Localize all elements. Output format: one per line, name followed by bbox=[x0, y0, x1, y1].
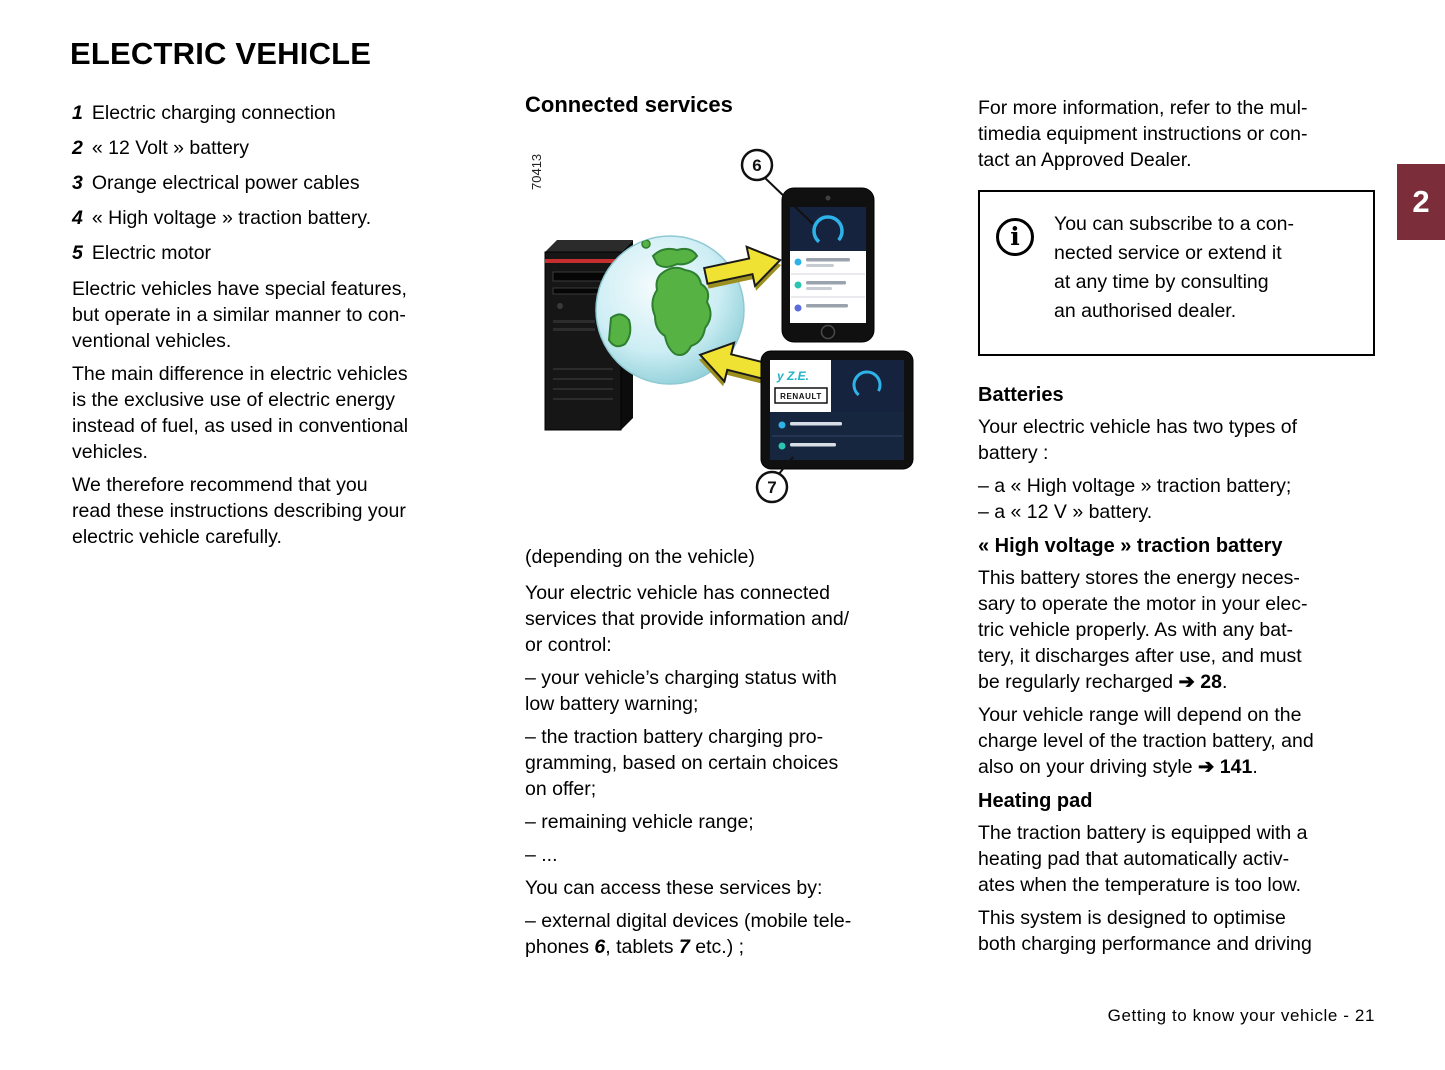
key-item-2: 2 « 12 Volt » battery bbox=[72, 135, 474, 161]
key-items-list: 1 Electric charging connection 2 « 12 Volt… bbox=[72, 100, 474, 266]
item-label: Orange electrical power cables bbox=[91, 172, 360, 194]
item-label: Electric motor bbox=[91, 242, 212, 264]
bullet-item: – remaining vehicle range; bbox=[525, 811, 754, 833]
key-item-5: 5 Electric motor bbox=[72, 240, 474, 266]
bullet-item: – your vehicle’s charging status with lo… bbox=[525, 667, 837, 715]
key-item-4: 4 « High voltage » traction battery. bbox=[72, 205, 474, 231]
figure-code: 70413 bbox=[529, 154, 544, 190]
paragraph-with-ref: This battery stores the energy neces- sa… bbox=[978, 565, 1375, 695]
info-icon: i bbox=[996, 218, 1034, 256]
bullet-item-devices: – external digital devices (mobile tele-… bbox=[525, 908, 917, 960]
paragraph: Electric vehicles have special features,… bbox=[72, 278, 407, 352]
paragraph: The main difference in electric vehicles… bbox=[72, 363, 409, 463]
text-segment: etc.) ; bbox=[689, 936, 745, 958]
callout-6: 6 bbox=[740, 148, 814, 225]
hv-battery-heading: « High voltage » traction battery bbox=[978, 535, 1283, 557]
item-number: 1 bbox=[72, 102, 83, 124]
text-segment: . bbox=[1222, 671, 1228, 693]
item-label: « 12 Volt » battery bbox=[91, 137, 250, 159]
section-number-tab: 2 bbox=[1397, 164, 1445, 240]
paragraph: For more information, refer to the mul- … bbox=[978, 97, 1308, 171]
callout-6-number: 6 bbox=[752, 156, 761, 175]
bullet-item: – ... bbox=[525, 844, 558, 866]
text-segment: Your vehicle range will depend on the ch… bbox=[978, 704, 1314, 778]
paragraph: You can access these services by: bbox=[525, 877, 823, 899]
right-column: For more information, refer to the mul- … bbox=[978, 95, 1375, 964]
item-number: 3 bbox=[72, 172, 83, 194]
figure-art: 70413 bbox=[529, 148, 914, 504]
item-number: 4 bbox=[72, 207, 83, 229]
callout-7-number: 7 bbox=[767, 478, 776, 497]
page-title: ELECTRIC VEHICLE bbox=[70, 36, 372, 71]
paragraph: The traction battery is equipped with a … bbox=[978, 822, 1308, 896]
bullet-list: – a « High voltage » traction battery; –… bbox=[978, 475, 1292, 523]
connected-services-figure: 70413 bbox=[525, 138, 917, 538]
info-icon-wrap: i bbox=[996, 210, 1054, 302]
paragraph: Your electric vehicle has connected serv… bbox=[525, 582, 850, 656]
renault-logo-label: RENAULT bbox=[780, 392, 822, 401]
note-text: You can subscribe to a con- nected servi… bbox=[1054, 213, 1294, 322]
callout-ref-7: 7 bbox=[678, 936, 690, 958]
item-label: Electric charging connection bbox=[91, 102, 336, 124]
key-item-3: 3 Orange electrical power cables bbox=[72, 170, 474, 196]
page-footer: Getting to know your vehicle - 21 bbox=[1107, 1006, 1375, 1025]
paragraph-with-ref: Your vehicle range will depend on the ch… bbox=[978, 702, 1375, 780]
paragraph: We therefore recommend that you read the… bbox=[72, 474, 406, 548]
figure-caption: (depending on the vehicle) bbox=[525, 546, 755, 568]
heating-pad-heading: Heating pad bbox=[978, 790, 1093, 812]
key-item-1: 1 Electric charging connection bbox=[72, 100, 474, 126]
item-label: « High voltage » traction battery. bbox=[91, 207, 372, 229]
down-arrow-icon bbox=[698, 341, 778, 387]
paragraph: Your electric vehicle has two types of b… bbox=[978, 416, 1298, 464]
callout-7: 7 bbox=[755, 456, 794, 504]
left-column: 1 Electric charging connection 2 « 12 Volt… bbox=[72, 100, 474, 557]
text-segment: . bbox=[1252, 756, 1258, 778]
paragraph: This system is designed to optimise both… bbox=[978, 907, 1312, 955]
bullet-item: – the traction battery charging pro- gra… bbox=[525, 726, 839, 800]
tablet-icon: y Z.E. RENAULT bbox=[760, 350, 914, 470]
batteries-heading: Batteries bbox=[978, 384, 1064, 406]
text-segment: , tablets bbox=[605, 936, 679, 958]
connected-services-heading: Connected services bbox=[525, 92, 733, 117]
item-number: 5 bbox=[72, 242, 83, 264]
item-number: 2 bbox=[72, 137, 83, 159]
ze-app-label: y Z.E. bbox=[776, 369, 809, 383]
smartphone-icon bbox=[781, 187, 875, 343]
text-segment: – external digital devices (mobile tele-… bbox=[525, 910, 852, 958]
middle-column: Connected services 70413 bbox=[525, 92, 917, 967]
page-ref-141: ➔ 141 bbox=[1198, 756, 1253, 778]
page-ref-28: ➔ 28 bbox=[1178, 671, 1222, 693]
info-note-box: i You can subscribe to a con- nected ser… bbox=[978, 190, 1375, 356]
up-arrow-icon bbox=[702, 245, 782, 291]
callout-ref-6: 6 bbox=[594, 936, 606, 958]
text-segment: This battery stores the energy neces- sa… bbox=[978, 567, 1308, 693]
